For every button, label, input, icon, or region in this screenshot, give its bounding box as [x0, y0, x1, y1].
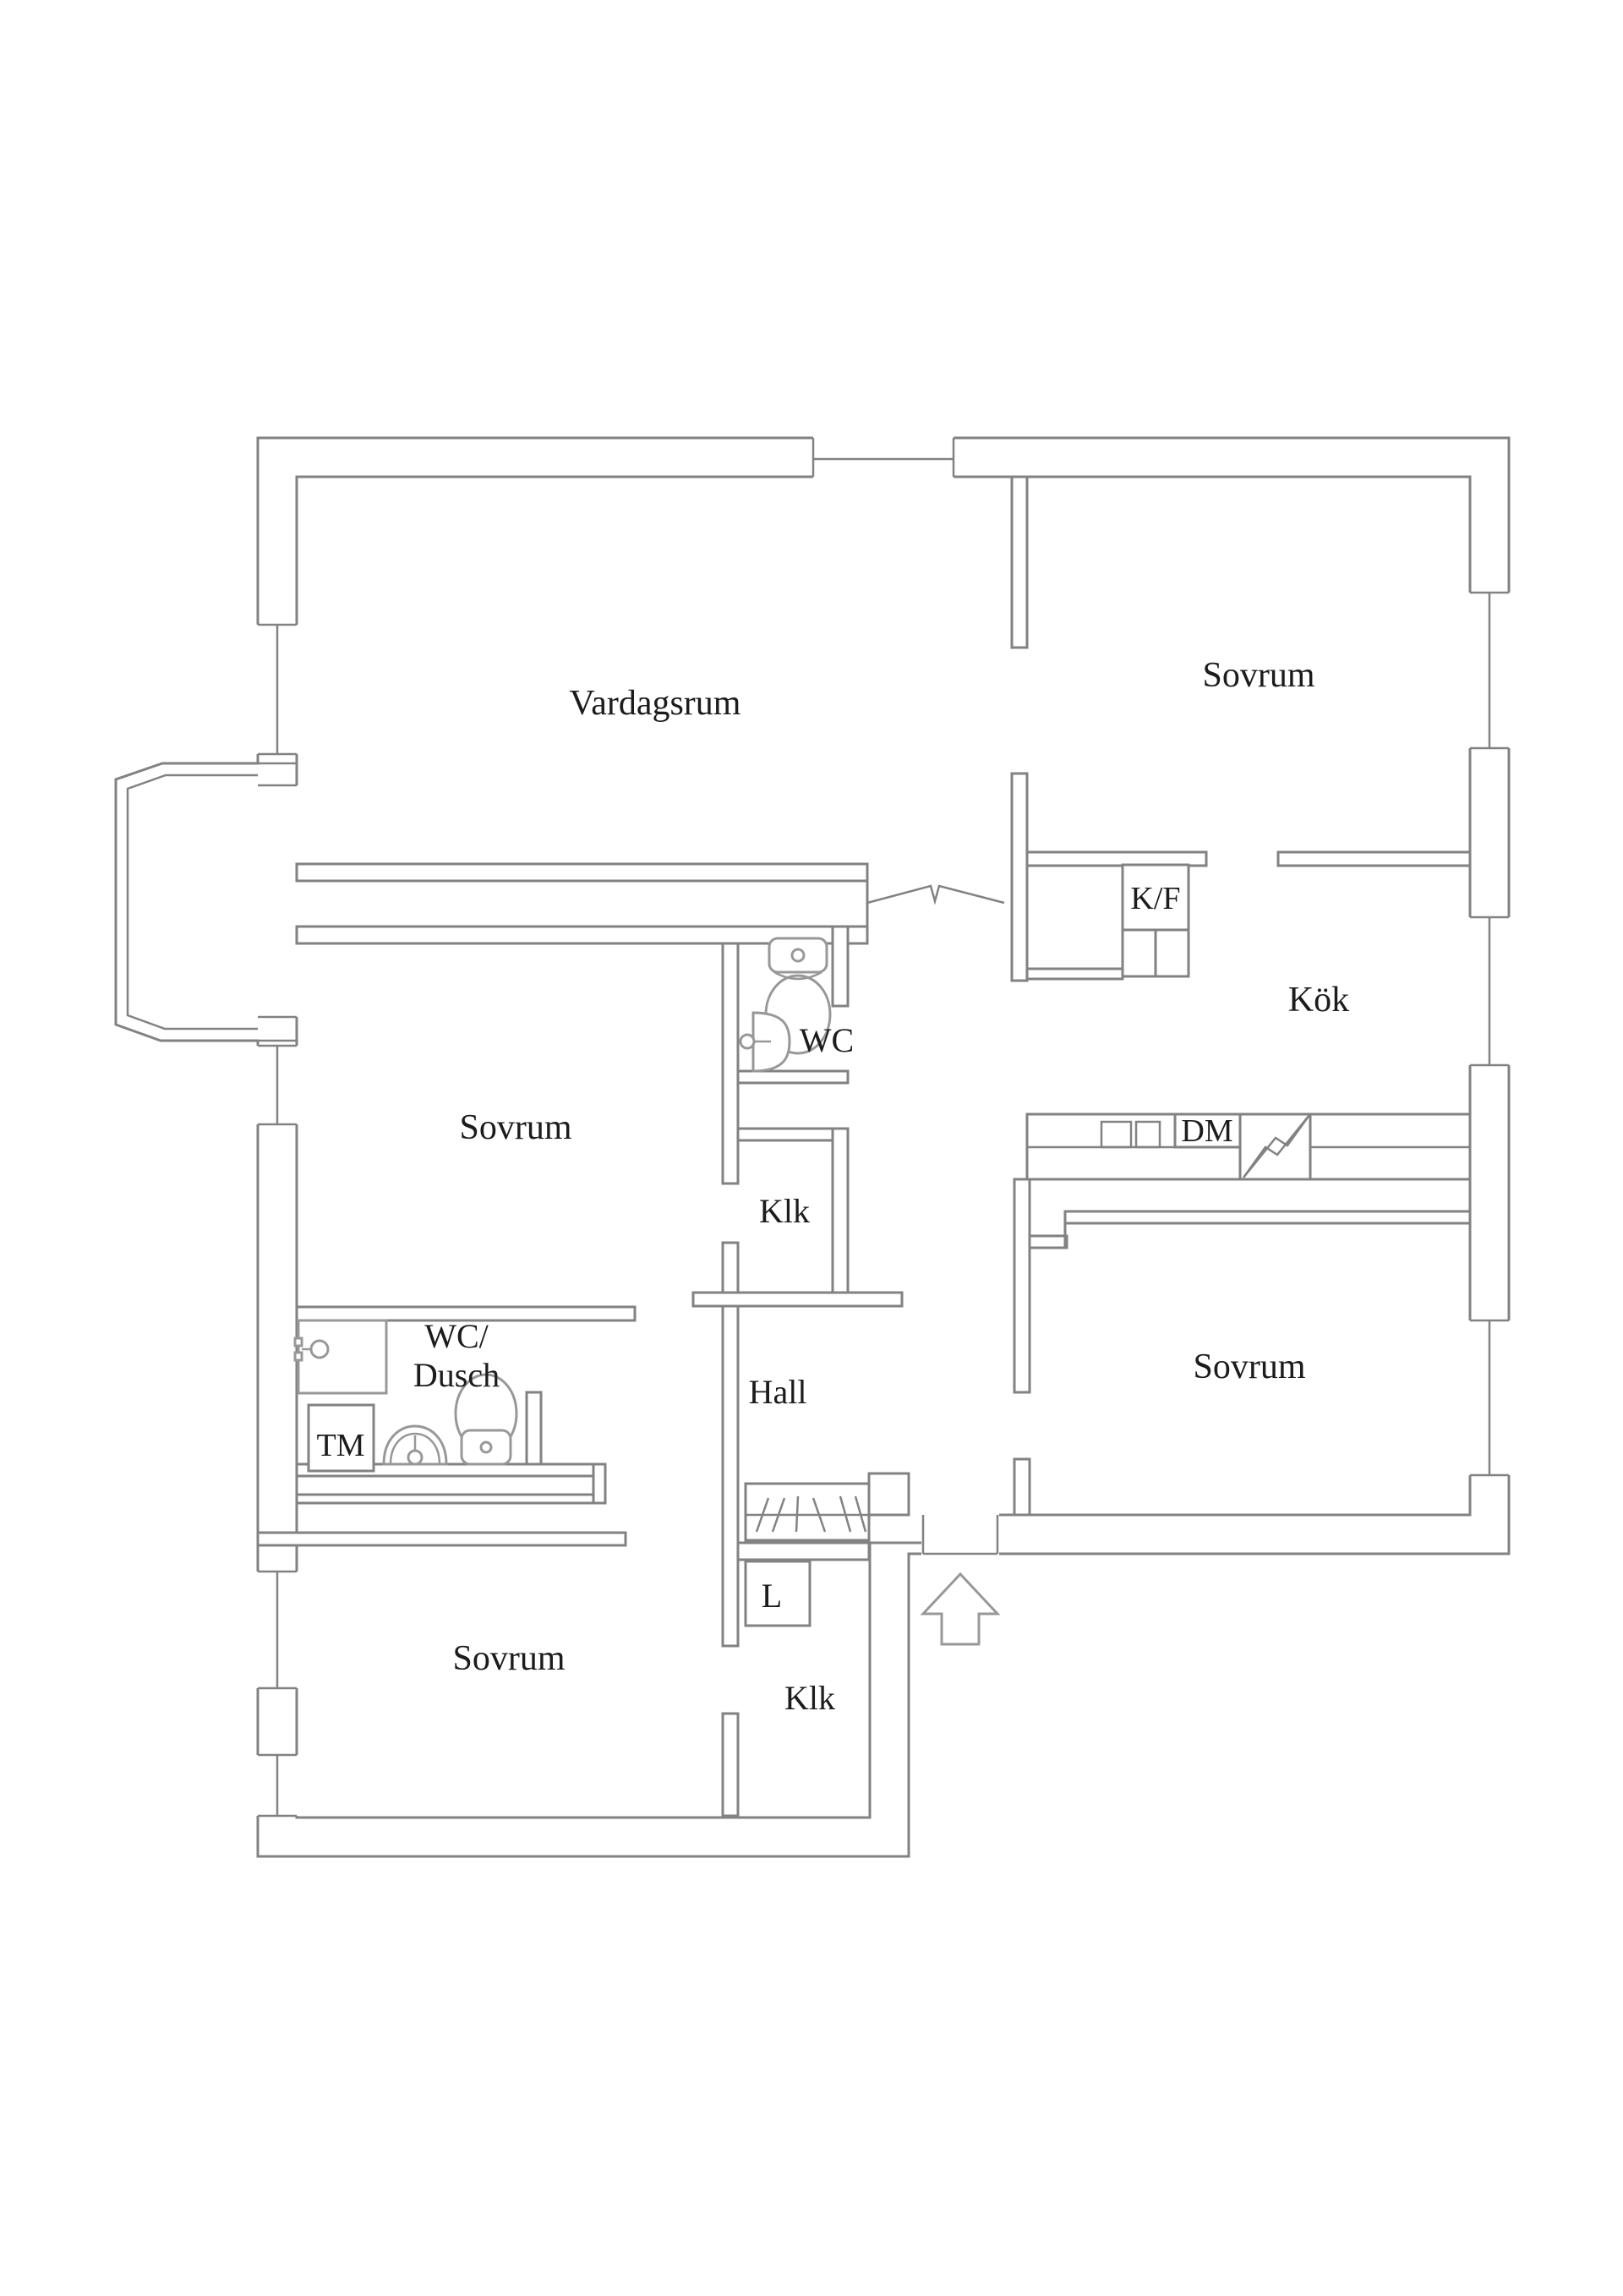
wall-shaft-stub — [592, 1462, 607, 1505]
wall-bedroomBL-klk — [721, 1712, 740, 1818]
shower-square-icon — [297, 1319, 388, 1395]
shower-head-icon — [309, 1339, 330, 1359]
wc-faucet-icon — [739, 1033, 756, 1050]
wall-klkU-south — [691, 1291, 904, 1308]
wall-livingroom-south-outer — [295, 862, 869, 883]
bay-window-caps — [258, 762, 297, 1042]
wcd-toilet-button-icon — [479, 1440, 493, 1454]
label-closet-upper: Klk — [759, 1192, 810, 1230]
wall-bedroomML-south — [295, 1305, 637, 1322]
label-bedroom-top-right: Sovrum — [1202, 656, 1314, 695]
washing-machine-box — [307, 1403, 375, 1473]
wall-entrance-stub — [867, 1472, 910, 1517]
label-bedroom-right: Sovrum — [1193, 1348, 1305, 1386]
label-wc-shower-1: WC/ — [424, 1317, 489, 1355]
linen-closet-box — [744, 1560, 812, 1627]
lightning-bolt-icon — [1242, 1114, 1311, 1178]
label-wc-shower-2: Dusch — [413, 1356, 500, 1394]
wall-hall-bedroomR-lower — [1013, 1457, 1031, 1517]
wall-kitchen-passage-stub — [1025, 967, 1124, 981]
window-left4 — [258, 1753, 297, 1818]
dishwasher-box — [1173, 1112, 1242, 1149]
label-kitchen: Kök — [1288, 981, 1349, 1020]
shower-mount-top-icon — [293, 1337, 303, 1348]
entrance-arrow-icon — [920, 1572, 1001, 1646]
wall-bedroomTR-kitchen-right — [1276, 850, 1472, 867]
window-left1 — [258, 623, 297, 756]
window-right1 — [1470, 591, 1509, 750]
shower-mount-bottom-icon — [293, 1351, 303, 1362]
wall-wc-east-upper — [831, 925, 850, 1008]
label-closet-lower: Klk — [784, 1679, 835, 1717]
bay-opening — [291, 785, 303, 1017]
wall-shaft-line — [295, 1493, 607, 1505]
window-right2 — [1470, 916, 1509, 1067]
label-bedroom-mid-left: Sovrum — [459, 1108, 571, 1147]
entrance-opening — [921, 1510, 999, 1559]
wall-bedroomR-north-right — [1063, 1210, 1472, 1225]
wc-sink-icon — [751, 1011, 791, 1073]
bay-window-glass — [126, 774, 258, 1030]
wc-toilet-seat-icon — [773, 970, 822, 981]
label-wc: WC — [800, 1021, 854, 1059]
wcd-sink-inner-icon — [389, 1432, 441, 1465]
wall-hall-bedroomR-upper — [1013, 1178, 1031, 1394]
window-top — [812, 438, 955, 477]
window-left2 — [258, 1044, 297, 1126]
label-linen-closet: L — [762, 1577, 782, 1615]
wall-bedroomR-north-left — [1028, 1234, 1068, 1249]
label-dishwasher: DM — [1181, 1113, 1232, 1149]
wall-bedroomML-east-lower — [721, 1241, 740, 1648]
wall-bedroomBL-north — [256, 1531, 627, 1547]
coat-rack-hatch-icon — [755, 1495, 867, 1533]
wall-wcdusch-east — [525, 1391, 543, 1466]
label-washing-machine: TM — [317, 1428, 365, 1463]
label-bedroom-bottom-left: Sovrum — [452, 1639, 565, 1678]
label-living-room: Vardagsrum — [570, 684, 741, 723]
label-hall: Hall — [749, 1373, 807, 1411]
entrance-threshold — [921, 1515, 999, 1555]
wall-klkB-north — [736, 1541, 871, 1561]
sink-bowl-left-icon — [1100, 1120, 1133, 1149]
window-left3 — [258, 1570, 297, 1690]
opening-notch-symbol — [866, 884, 1005, 905]
wall-wc-south — [736, 1069, 850, 1085]
wall-bedroomTR-kitchen-left — [1025, 850, 1208, 867]
wc-toilet-button-icon — [790, 948, 806, 963]
wall-livingroom-bedroomTR — [1010, 475, 1029, 649]
label-fridge-freezer: K/F — [1130, 881, 1180, 916]
fridge-freezer-box — [1121, 863, 1190, 932]
window-right3 — [1470, 1319, 1509, 1477]
wcd-sink-drain-icon — [407, 1449, 424, 1466]
coat-rack-box — [744, 1482, 871, 1542]
wall-klkU-east — [831, 1127, 850, 1308]
window-top-gap — [813, 433, 954, 482]
wall-bedroomML-east-upper — [721, 942, 740, 1185]
sink-bowl-right-icon — [1134, 1120, 1161, 1149]
wall-livingroom-hall — [1010, 772, 1029, 982]
